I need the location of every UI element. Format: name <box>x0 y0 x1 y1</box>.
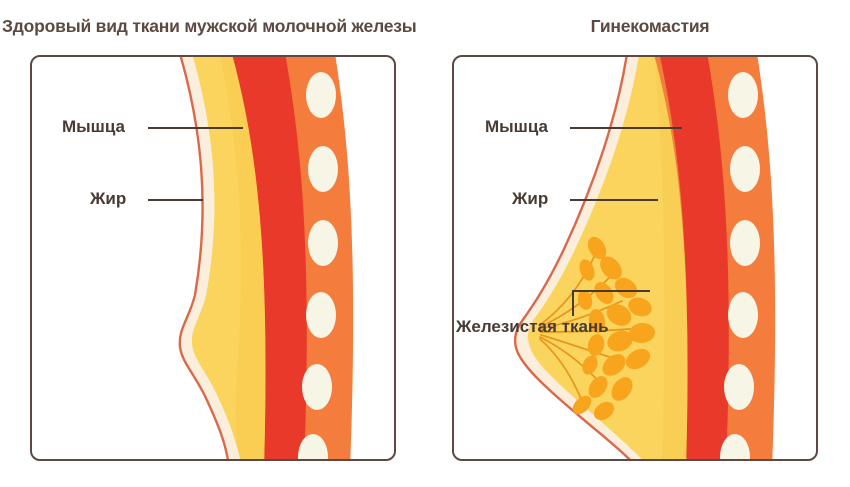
panel-title-gynecomastia: Гинекомастия <box>590 16 710 36</box>
rib-oval <box>298 434 328 459</box>
rib-oval <box>306 72 336 118</box>
leader-line-muscle-healthy <box>148 127 243 129</box>
glandular-lobules <box>572 236 655 421</box>
label-muscle-healthy: Мышца <box>62 117 125 136</box>
leader-line-fat-gynecomastia <box>570 199 658 201</box>
label-muscle-gynecomastia: Мышца <box>485 117 548 136</box>
rib-oval <box>730 220 760 266</box>
rib-oval <box>306 292 336 338</box>
label-fat-gynecomastia: Жир <box>512 189 549 208</box>
leader-line-gland-vertical <box>572 290 574 316</box>
rib-oval <box>730 146 760 192</box>
fat-shade <box>218 57 266 459</box>
panel-title-healthy: Здоровый вид ткани мужской молочной желе… <box>2 16 417 36</box>
label-fat-healthy: Жир <box>90 189 127 208</box>
rib-oval <box>720 434 750 459</box>
panel-gynecomastia <box>452 55 818 461</box>
rib-oval <box>302 364 332 410</box>
anatomy-illustration-healthy <box>176 57 354 459</box>
leader-line-muscle-gynecomastia <box>570 127 682 129</box>
skin-outline <box>176 57 231 459</box>
label-glandular-tissue: Железистая ткань <box>456 317 609 336</box>
leader-line-gland-horizontal <box>572 290 650 292</box>
rib-oval <box>308 220 338 266</box>
leader-line-fat-healthy <box>148 199 203 201</box>
rib-oval <box>728 292 758 338</box>
rib-oval <box>724 364 754 410</box>
rib-oval <box>308 146 338 192</box>
rib-oval <box>728 72 758 118</box>
fat-shade <box>654 57 688 459</box>
muscle-layer <box>650 57 729 459</box>
anatomy-illustration-gynecomastia <box>513 57 776 459</box>
muscle-layer <box>228 57 307 459</box>
skin-layer <box>178 57 242 459</box>
panel-healthy <box>30 55 396 461</box>
